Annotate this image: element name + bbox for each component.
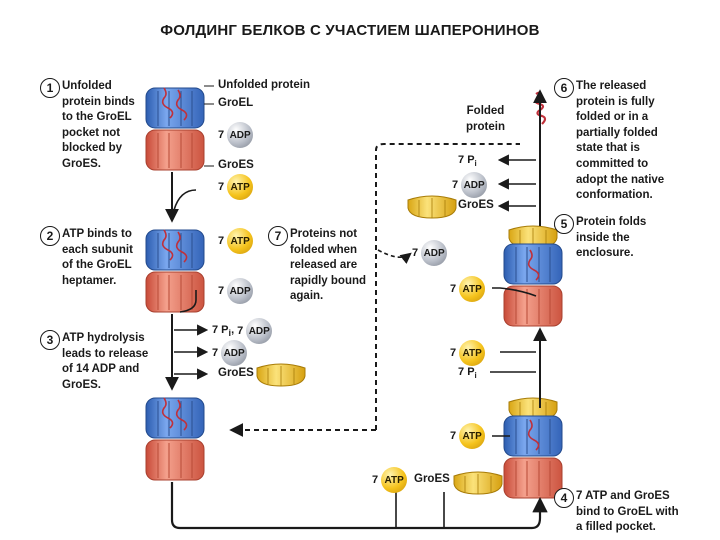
groes-cap-free-top bbox=[407, 195, 457, 219]
unfolded-protein-label: Unfolded protein bbox=[218, 79, 310, 91]
step-1-text: Unfolded protein binds to the GroEL pock… bbox=[62, 80, 135, 170]
atp-count: 7 bbox=[218, 181, 225, 193]
groes-label-step4: GroES bbox=[414, 473, 450, 485]
atp-count: 7 bbox=[218, 235, 225, 247]
atp-count: 7 bbox=[450, 283, 457, 295]
atp-ball: ATP bbox=[459, 276, 486, 302]
step-5-number: 5 bbox=[554, 214, 574, 234]
atp-ball: ATP bbox=[459, 340, 486, 366]
adp-ball: ADP bbox=[221, 340, 248, 366]
groel-complex-step3 bbox=[145, 397, 205, 481]
step-7-text: Proteins not folded when released are ra… bbox=[290, 228, 367, 303]
pi-label-step6: 7 Pi bbox=[458, 154, 477, 169]
atp-group-hydrolysis: 7 ATP bbox=[450, 340, 486, 366]
adp-group-step1: 7 ADP bbox=[218, 122, 254, 148]
adp-count: 7 bbox=[218, 285, 225, 297]
adp-count: 7 bbox=[212, 347, 219, 359]
atp-ball: ATP bbox=[227, 228, 254, 254]
folded-protein-label: Folded protein bbox=[466, 105, 505, 133]
step-7-number: 7 bbox=[268, 226, 288, 246]
groel-complex-step1 bbox=[145, 87, 205, 171]
atp-ball: ATP bbox=[227, 174, 254, 200]
step-3-text: ATP hydrolysis leads to release of 14 AD… bbox=[62, 332, 149, 391]
atp-group-step1: 7 ATP bbox=[218, 174, 254, 200]
atp-group-step4-lower: 7 ATP bbox=[372, 467, 408, 493]
groes-label-step3: GroES bbox=[218, 367, 254, 379]
atp-group-step2: 7 ATP bbox=[218, 228, 254, 254]
atp-count: 7 bbox=[450, 430, 457, 442]
adp-ball: ADP bbox=[246, 318, 273, 344]
step-2-number: 2 bbox=[40, 226, 60, 246]
groes-cap-released bbox=[256, 363, 306, 387]
step-2-text: ATP binds to each subunit of the GroEL h… bbox=[62, 228, 133, 287]
atp-ball: ATP bbox=[459, 423, 486, 449]
groes-label-step6: GroES bbox=[458, 199, 494, 211]
adp-ball: ADP bbox=[421, 240, 448, 266]
adp-ball: ADP bbox=[227, 278, 254, 304]
atp-ball: ATP bbox=[381, 467, 408, 493]
adp-group-step6: 7 ADP bbox=[452, 172, 488, 198]
groes-label-top: GroES bbox=[218, 159, 254, 171]
adp-count: 7 bbox=[452, 179, 459, 191]
adp-group-step2: 7 ADP bbox=[218, 278, 254, 304]
atp-count: 7 bbox=[450, 347, 457, 359]
step-4-number: 4 bbox=[554, 488, 574, 508]
step-3-number: 3 bbox=[40, 330, 60, 350]
adp-count: 7 bbox=[237, 325, 244, 337]
adp-ball: ADP bbox=[227, 122, 254, 148]
adp-group-step3: 7 ADP bbox=[212, 340, 248, 366]
pi-adp-group-step3: 7 Pi, 7 ADP bbox=[212, 318, 273, 344]
atp-group-step4-upper: 7 ATP bbox=[450, 423, 486, 449]
diagram-title: ФОЛДИНГ БЕЛКОВ С УЧАСТИЕМ ШАПЕРОНИНОВ bbox=[160, 22, 540, 39]
adp-count: 7 bbox=[412, 247, 419, 259]
adp-ball: ADP bbox=[461, 172, 488, 198]
groel-label: GroEL bbox=[218, 97, 254, 109]
step-6-number: 6 bbox=[554, 78, 574, 98]
atp-count: 7 bbox=[372, 474, 379, 486]
groel-groes-complex-step5 bbox=[503, 225, 563, 327]
pi-label: 7 Pi, bbox=[212, 323, 235, 339]
step-4-text: 7 ATP and GroES bind to GroEL with a fil… bbox=[576, 490, 679, 534]
step-1-number: 1 bbox=[40, 78, 60, 98]
groel-groes-complex-step4 bbox=[503, 397, 563, 499]
atp-group-step5: 7 ATP bbox=[450, 276, 486, 302]
step-6-text: The released protein is fully folded or … bbox=[576, 80, 665, 202]
groes-cap-binding bbox=[453, 471, 503, 495]
adp-group-step7: 7 ADP bbox=[412, 240, 448, 266]
adp-count: 7 bbox=[218, 129, 225, 141]
pi-label-hydrolysis: 7 Pi bbox=[458, 366, 477, 381]
step-5-text: Protein folds inside the enclosure. bbox=[576, 216, 647, 260]
